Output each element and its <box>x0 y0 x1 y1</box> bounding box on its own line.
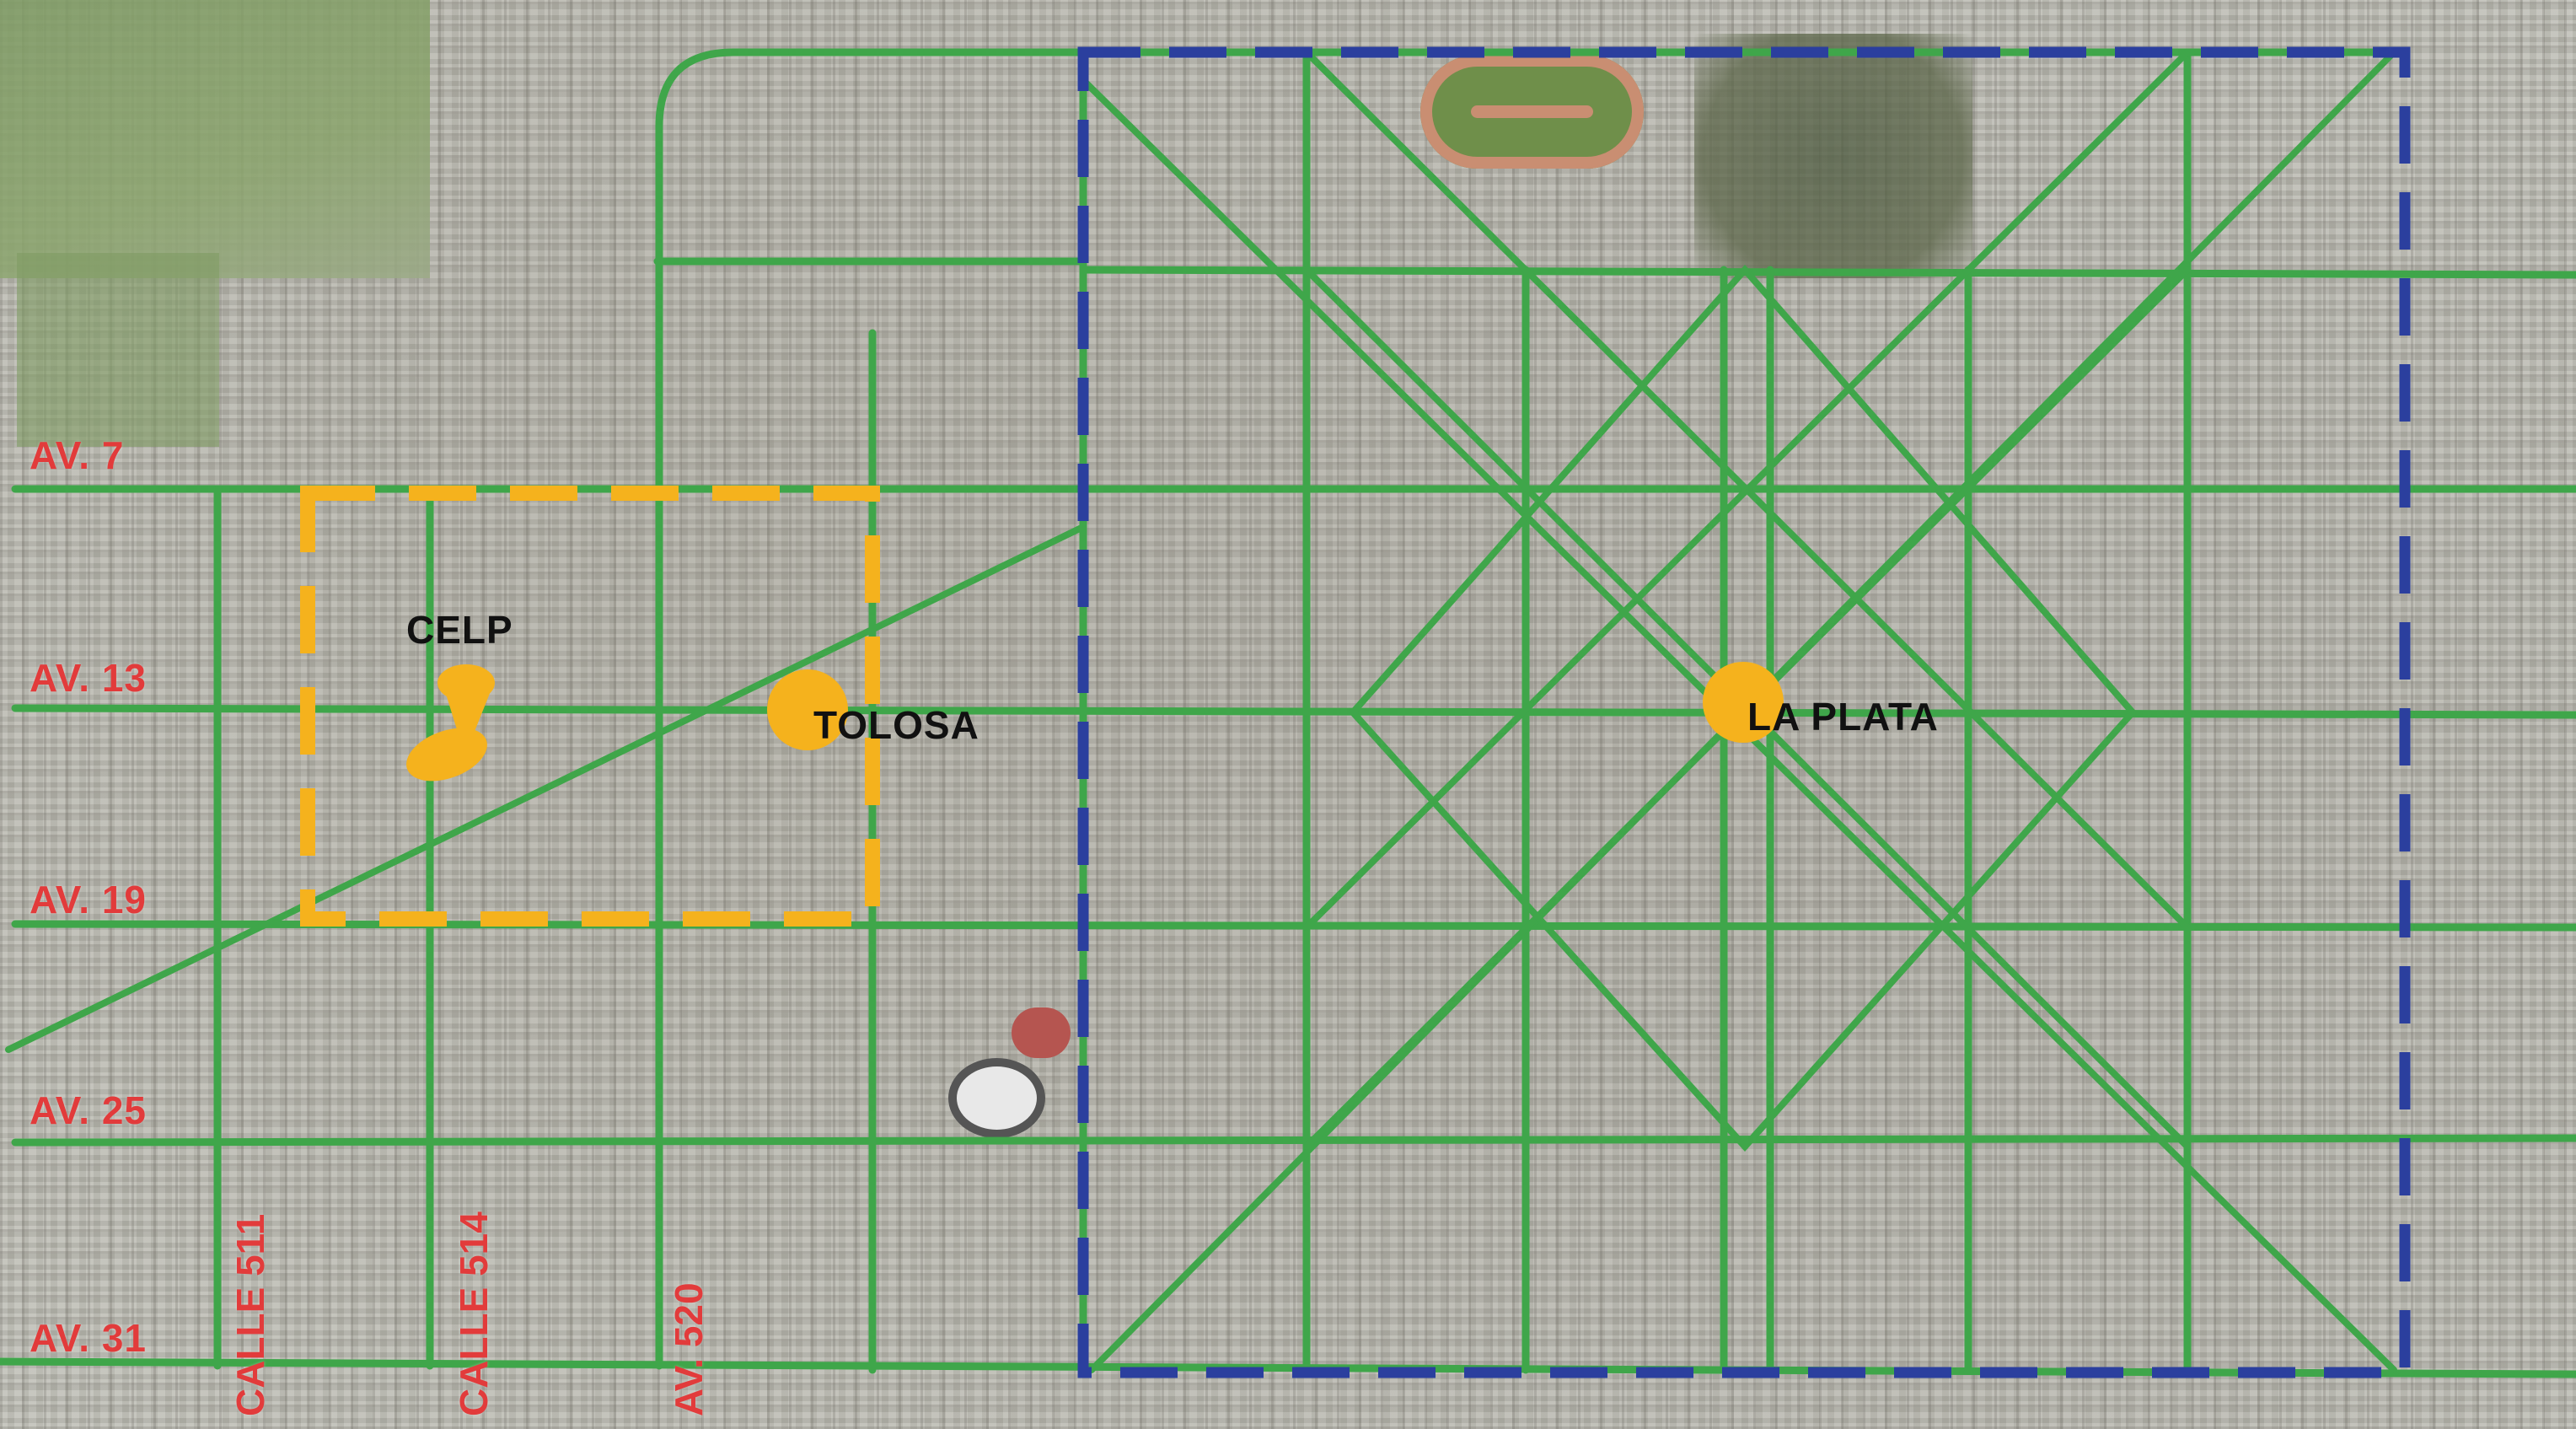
label-celp: CELP <box>406 608 513 652</box>
label-calle-514: CALLE 514 <box>452 1211 496 1416</box>
label-av-520: AV. 520 <box>667 1282 711 1416</box>
road-la-plata-h1 <box>1079 266 2576 279</box>
stadium <box>948 1058 1045 1138</box>
road-diagonal-west <box>5 524 1087 1053</box>
label-av-13: AV. 13 <box>30 656 147 700</box>
road-av-25 <box>11 1134 2576 1147</box>
farmland-area <box>0 0 430 278</box>
label-tolosa: TOLOSA <box>813 703 979 747</box>
la-plata-boundary <box>1077 46 2411 1378</box>
forest-park <box>1694 34 1972 278</box>
celp-pushpin-icon <box>406 664 495 782</box>
racecourse <box>1420 55 1644 169</box>
label-calle-511: CALLE 511 <box>228 1213 272 1416</box>
label-av-7: AV. 7 <box>30 433 125 477</box>
road-network <box>0 48 2576 1378</box>
road-av-13 <box>11 704 2576 719</box>
label-av-25: AV. 25 <box>30 1088 147 1132</box>
road-diagonal-4 <box>1303 49 2191 931</box>
tolosa-area-boundary <box>300 486 880 927</box>
label-av-31: AV. 31 <box>30 1316 147 1360</box>
farmland-field <box>17 253 219 447</box>
label-av-19: AV. 19 <box>30 878 147 921</box>
la-plata-marker-icon <box>1703 662 1784 743</box>
road-northern-ring <box>655 48 2407 341</box>
label-la-plata: LA PLATA <box>1747 695 1939 739</box>
road-diamond <box>1348 264 2138 1152</box>
tolosa-marker-icon <box>767 669 848 750</box>
sports-field <box>1012 1007 1071 1058</box>
